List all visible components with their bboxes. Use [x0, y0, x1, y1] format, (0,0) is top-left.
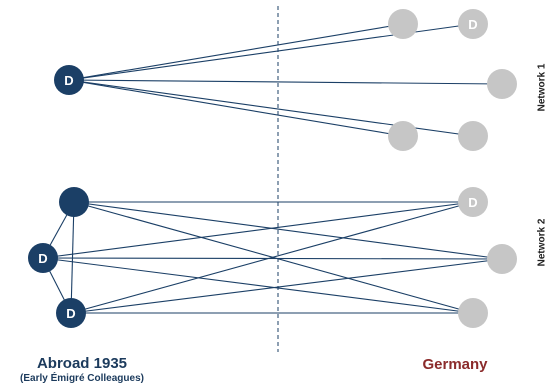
node-circle	[388, 9, 418, 39]
edge-n2a2-n2g2	[42, 257, 503, 260]
abroad-node-n1a: D	[54, 65, 84, 95]
abroad-node-n2a1	[59, 187, 89, 217]
node-circle	[458, 187, 488, 217]
node-circle	[458, 121, 488, 151]
germany-node-n1g4	[388, 121, 418, 151]
germany-node-n2g2	[487, 244, 517, 274]
node-circle	[487, 69, 517, 99]
node-marker-label: D	[468, 17, 477, 32]
node-marker-label: D	[468, 195, 477, 210]
edge-n1a-n1g1	[68, 23, 404, 81]
node-circle	[28, 243, 58, 273]
abroad-node-n2a3: D	[56, 298, 86, 328]
nodes-group: D D D D D	[28, 9, 517, 328]
node-circle	[54, 65, 84, 95]
germany-node-n1g3	[487, 69, 517, 99]
germany-node-n2g3	[458, 298, 488, 328]
abroad-label: Abroad 1935	[36, 355, 128, 372]
node-circle	[487, 244, 517, 274]
abroad-sublabel: (Early Émigré Colleagues)	[20, 373, 144, 384]
node-marker-label: D	[66, 306, 75, 321]
germany-node-n1g2: D	[458, 9, 488, 39]
node-circle	[458, 9, 488, 39]
germany-node-n2g1: D	[458, 187, 488, 217]
network-2-label: Network 2	[536, 218, 548, 267]
edge-n2a1-n2g2	[73, 201, 503, 260]
edge-n2a2-n2g3	[42, 257, 474, 314]
node-marker-label: D	[38, 251, 47, 266]
node-circle	[56, 298, 86, 328]
abroad-node-n2a2: D	[28, 243, 58, 273]
node-circle	[59, 187, 89, 217]
edges-group	[42, 23, 503, 314]
node-circle	[388, 121, 418, 151]
edge-n1a-n1g3	[68, 79, 503, 85]
edge-n2a1-n2a3	[70, 201, 75, 314]
edge-n1a-n1g4	[68, 79, 404, 137]
network-1-label: Network 1	[536, 63, 548, 112]
node-marker-label: D	[64, 73, 73, 88]
germany-label: Germany	[422, 356, 488, 373]
edge-n2a3-n2g1	[70, 201, 474, 314]
germany-node-n1g5	[458, 121, 488, 151]
node-circle	[458, 298, 488, 328]
germany-node-n1g1	[388, 9, 418, 39]
edge-n2a3-n2g2	[70, 258, 503, 314]
edge-n2a2-n2g1	[42, 201, 474, 259]
